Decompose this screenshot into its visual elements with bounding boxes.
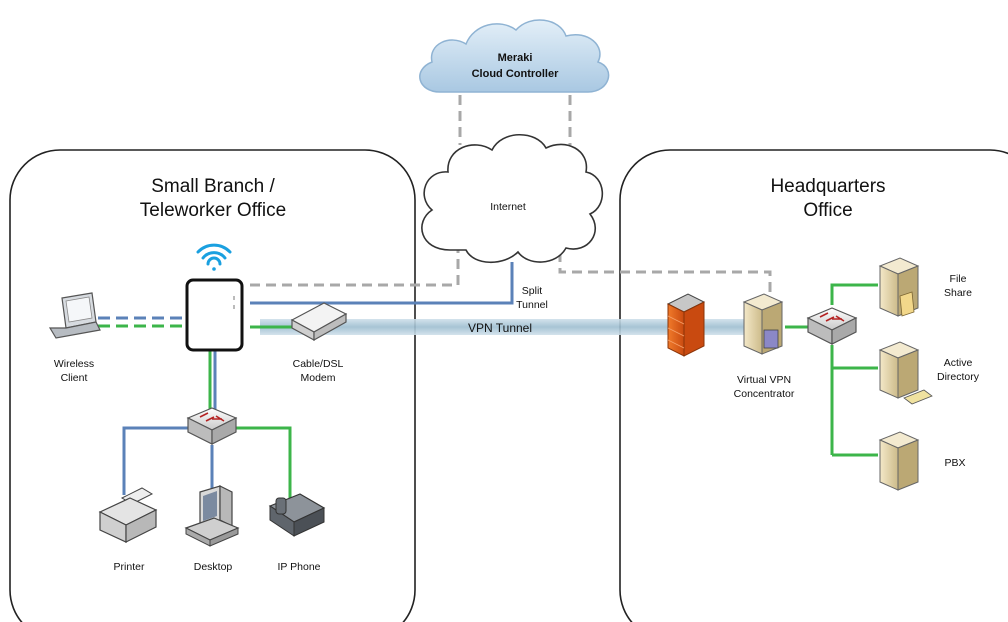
printer-icon (98, 487, 158, 543)
hq-wired-links (785, 283, 878, 457)
split-tunnel-label-line1: Split (522, 285, 543, 297)
internet-cloud: Internet (421, 134, 604, 263)
hq-switch-icon (806, 307, 858, 345)
internet-label: Internet (490, 201, 526, 213)
pbx-icon (878, 431, 920, 491)
hq-office-zone (619, 149, 1008, 622)
active-directory-label-line2: Directory (937, 371, 980, 383)
vpn-tunnel-label: VPN Tunnel (468, 321, 532, 335)
meraki-cloud: Meraki Cloud Controller (419, 19, 610, 93)
hq-title-line2: Office (803, 200, 852, 221)
split-tunnel-link (250, 262, 514, 305)
hq-title-line1: Headquarters (770, 176, 885, 197)
split-tunnel-label-line2: Tunnel (516, 299, 548, 311)
branch-switch-icon (186, 407, 238, 445)
branch-office-zone (9, 149, 416, 622)
printer-label: Printer (114, 561, 145, 573)
modem-label-line2: Modem (300, 372, 335, 384)
ip-phone-label: IP Phone (277, 561, 320, 573)
modem-icon (290, 302, 348, 342)
vpn-concentrator-icon (742, 293, 784, 355)
wireless-client-label-line1: Wireless (54, 358, 94, 370)
branch-title-line1: Small Branch / (151, 176, 275, 197)
desktop-icon (184, 485, 240, 547)
branch-blue-links (122, 350, 217, 495)
firewall-icon (666, 293, 706, 357)
active-directory-label-line1: Active (944, 357, 973, 369)
file-share-label-line2: Share (944, 287, 972, 299)
security-appliance-icon (185, 278, 244, 352)
modem-label-line1: Cable/DSL (293, 358, 344, 370)
file-share-server-icon (878, 257, 920, 317)
wifi-icon (196, 243, 232, 271)
branch-title-line2: Teleworker Office (140, 200, 286, 221)
laptop-icon (48, 292, 101, 339)
pbx-label: PBX (944, 457, 965, 469)
vpn-concentrator-label-line2: Concentrator (734, 388, 795, 400)
wireless-client-label-line2: Client (61, 372, 88, 384)
meraki-label-line2: Cloud Controller (472, 68, 559, 80)
file-share-label-line1: File (950, 273, 967, 285)
active-directory-server-icon (878, 341, 933, 405)
management-links (250, 95, 772, 300)
desktop-label: Desktop (194, 561, 233, 573)
meraki-label-line1: Meraki (498, 52, 533, 64)
vpn-concentrator-label-line1: Virtual VPN (737, 374, 791, 386)
vpn-tunnel-bar (260, 319, 750, 335)
ip-phone-icon (268, 493, 326, 537)
